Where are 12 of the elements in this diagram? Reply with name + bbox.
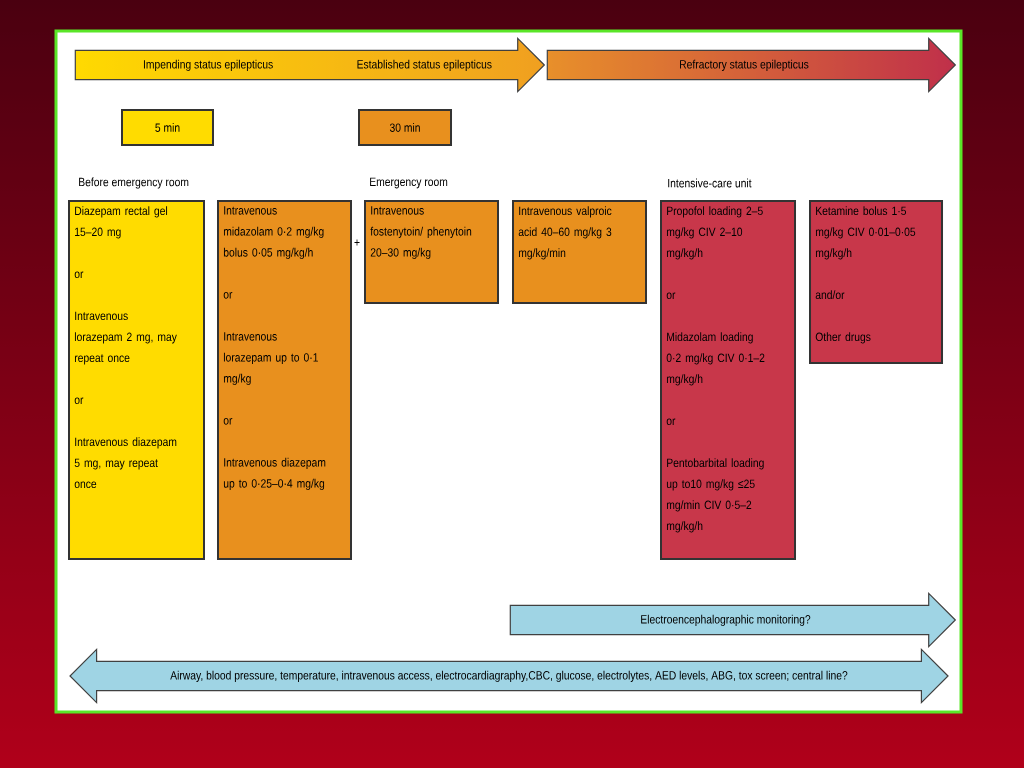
treatment-box: Propofol loading 2–5 mg/kg CIV 2–10 mg/kg/h or Midazolam loading 0·2 mg/kg CIV 0·1–2 mg/kg/h or Pentobarbital loading up to10 mg/kg ≤25 mg/min CIV 0·5–2 mg/kg/h: [660, 200, 796, 560]
treatment-box: Intravenous fostenytoin/ phenytoin 20–30 mg/kg: [364, 200, 499, 304]
section-heading: Emergency room: [370, 177, 448, 189]
treatment-box: Diazepam rectal gel 15–20 mg or Intravenous lorazepam 2 mg, may repeat once or Intravenous diazepam 5 mg, may repeat once: [68, 200, 205, 560]
treatment-box: Intravenous valproic acid 40–60 mg/kg 3 mg/kg/min: [512, 200, 647, 304]
time-box: 5 min: [121, 109, 214, 146]
treatment-box: Intravenous midazolam 0·2 mg/kg bolus 0·05 mg/kg/h or Intravenous lorazepam up to 0·1 mg/kg or Intravenous diazepam up to 0·25–0·4 mg/kg: [217, 200, 352, 560]
plus-sign: +: [354, 239, 360, 246]
treatment-box: Ketamine bolus 1·5 mg/kg CIV 0·01–0·05 mg/kg/h and/or Other drugs: [809, 200, 943, 364]
section-heading: Before emergency room: [79, 177, 189, 189]
time-box: 30 min: [358, 109, 452, 146]
section-heading: Intensive-care unit: [668, 178, 752, 188]
